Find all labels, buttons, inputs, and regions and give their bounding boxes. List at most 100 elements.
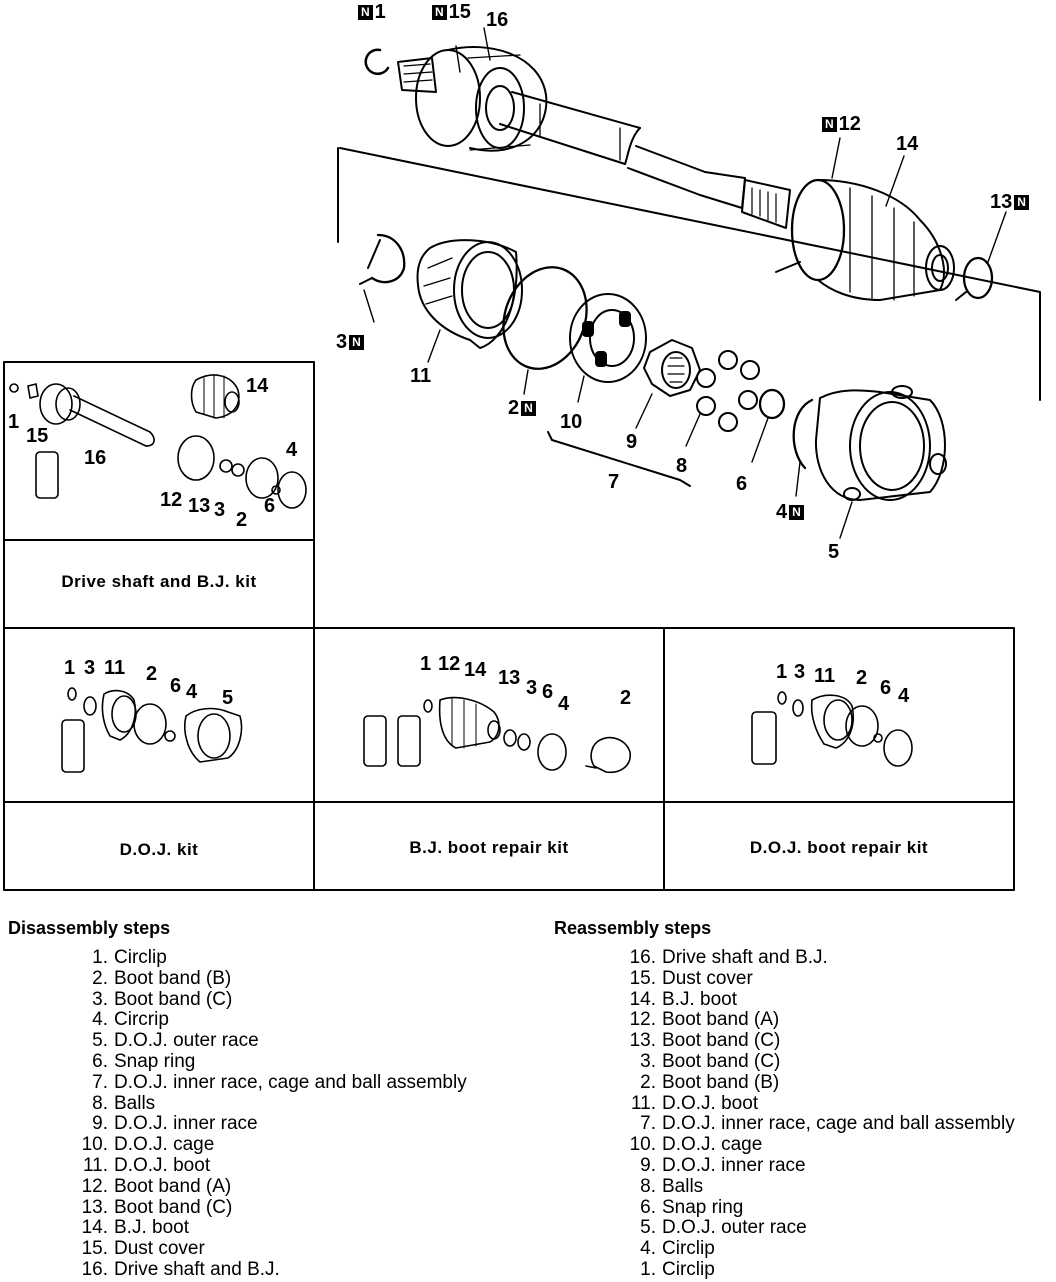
drive-shaft-part (499, 91, 641, 165)
callout-number: 13 (188, 495, 211, 517)
step-number: 9. (640, 1154, 656, 1176)
step-item: 13. Boot band (C) (626, 1030, 1015, 1052)
bj-boot-part (817, 179, 945, 301)
step-item: 9.D.O.J. inner race (78, 1113, 467, 1135)
callout-2: 2 (856, 668, 867, 688)
spline-end-part (397, 57, 437, 93)
callout-9: 9 (626, 432, 637, 452)
step-text: D.O.J. inner race, cage and ball assembl… (662, 1113, 1015, 1135)
step-number: 3. (92, 988, 108, 1010)
callout-5: 5 (222, 688, 233, 708)
step-item: 12. Boot band (A) (626, 1009, 1015, 1031)
callout-number: 7 (608, 471, 620, 493)
callout-11: 11 (104, 658, 125, 678)
step-item: 16.Drive shaft and B.J. (78, 1259, 467, 1281)
callout-2: 2 (620, 688, 631, 708)
callout-6: 6 (736, 474, 747, 494)
callout-number: 6 (264, 495, 276, 517)
step-text: D.O.J. cage (114, 1134, 215, 1156)
step-number: 8. (640, 1175, 656, 1197)
kit-title-bj-boot: B.J. boot repair kit (409, 838, 569, 857)
callout-number: 13 (498, 667, 521, 689)
callout-number: 1 (374, 1, 386, 23)
callout-4: 4 (186, 682, 197, 702)
step-text: Circlip (114, 947, 167, 968)
step-item: 4.Circlip (626, 1238, 1015, 1260)
doj-cage-part (569, 293, 647, 383)
step-text: Boot band (C) (662, 1030, 781, 1052)
step-number: 13. (81, 1196, 108, 1218)
step-text: Balls (662, 1175, 704, 1197)
callout-number: 15 (26, 425, 49, 447)
step-text: Circrip (114, 1009, 169, 1031)
step-number: 16. (629, 947, 656, 968)
step-item: 9.D.O.J. inner race (626, 1154, 1015, 1177)
step-item: 11.D.O.J. boot (626, 1093, 1015, 1115)
circlip-4-part (792, 398, 814, 470)
callout-number: 3 (214, 499, 226, 521)
callout-6: 6 (264, 496, 275, 516)
step-text: D.O.J. boot (114, 1154, 211, 1176)
replace-part-badge: N (349, 335, 364, 351)
step-text: Boot band (C) (114, 988, 233, 1010)
step-text: D.O.J. inner race (114, 1113, 258, 1135)
step-item: 1.Circlip (78, 947, 467, 969)
step-item: 8.Balls (78, 1093, 467, 1115)
bj-body-part (415, 49, 481, 147)
callout-number: 6 (170, 675, 182, 697)
step-number: 12. (629, 1009, 656, 1031)
callout-number: 2 (508, 397, 520, 419)
step-number: 6. (640, 1196, 656, 1218)
callout-number: 16 (486, 9, 509, 31)
callout-10: 10 (560, 412, 582, 432)
boot-band-a-part (790, 178, 846, 282)
step-number: 3. (640, 1050, 656, 1072)
callout-number: 14 (464, 659, 487, 681)
step-number: 14. (629, 988, 656, 1010)
step-text: Circlip (662, 1238, 715, 1260)
step-item: 16. Drive shaft and B.J. (626, 947, 1015, 969)
step-text: Boot band (B) (114, 967, 232, 989)
callout-15: 15 (26, 426, 48, 446)
boot-band-c-part (962, 256, 994, 300)
callout-1: 1 (8, 412, 19, 432)
callout-number: 1 (64, 657, 76, 679)
step-number: 6. (92, 1050, 108, 1072)
doj-inner-race-part (643, 339, 701, 397)
callout-number: 3 (526, 677, 538, 699)
callout-5: 5 (828, 542, 839, 562)
main-exploded-view (337, 27, 1041, 539)
callout-number: 4 (558, 693, 570, 715)
ball-part (696, 396, 716, 416)
doj-boot-part (416, 239, 518, 349)
step-text: Boot band (B) (662, 1071, 780, 1093)
callout-3: 3 (526, 678, 537, 698)
snap-ring-part (758, 388, 786, 420)
replace-part-badge: N (358, 5, 373, 21)
step-text: Snap ring (114, 1050, 196, 1072)
callout-4: 4 (558, 694, 569, 714)
callout-number: 3 (336, 331, 348, 353)
kit-table-grid (3, 361, 1015, 891)
callout-number: 5 (828, 541, 840, 563)
replace-part-badge: N (521, 401, 536, 417)
ball-part (718, 412, 738, 432)
step-number: 13. (629, 1030, 656, 1052)
callout-number: 4 (776, 501, 788, 523)
step-number: 14. (81, 1217, 108, 1239)
step-number: 1. (640, 1258, 656, 1280)
step-number: 4. (92, 1009, 108, 1031)
callout-number: 4 (186, 681, 198, 703)
callout-number: 1 (420, 653, 432, 675)
callout-1: 1 (64, 658, 75, 678)
step-text: Boot band (A) (662, 1009, 780, 1031)
ball-part (740, 360, 760, 380)
step-item: 1.Circlip (626, 1258, 1015, 1281)
step-number: 15. (629, 967, 656, 989)
kit3-drawing (363, 696, 631, 774)
step-text: Drive shaft and B.J. (662, 947, 828, 968)
step-item: 13.Boot band (C) (78, 1196, 467, 1219)
